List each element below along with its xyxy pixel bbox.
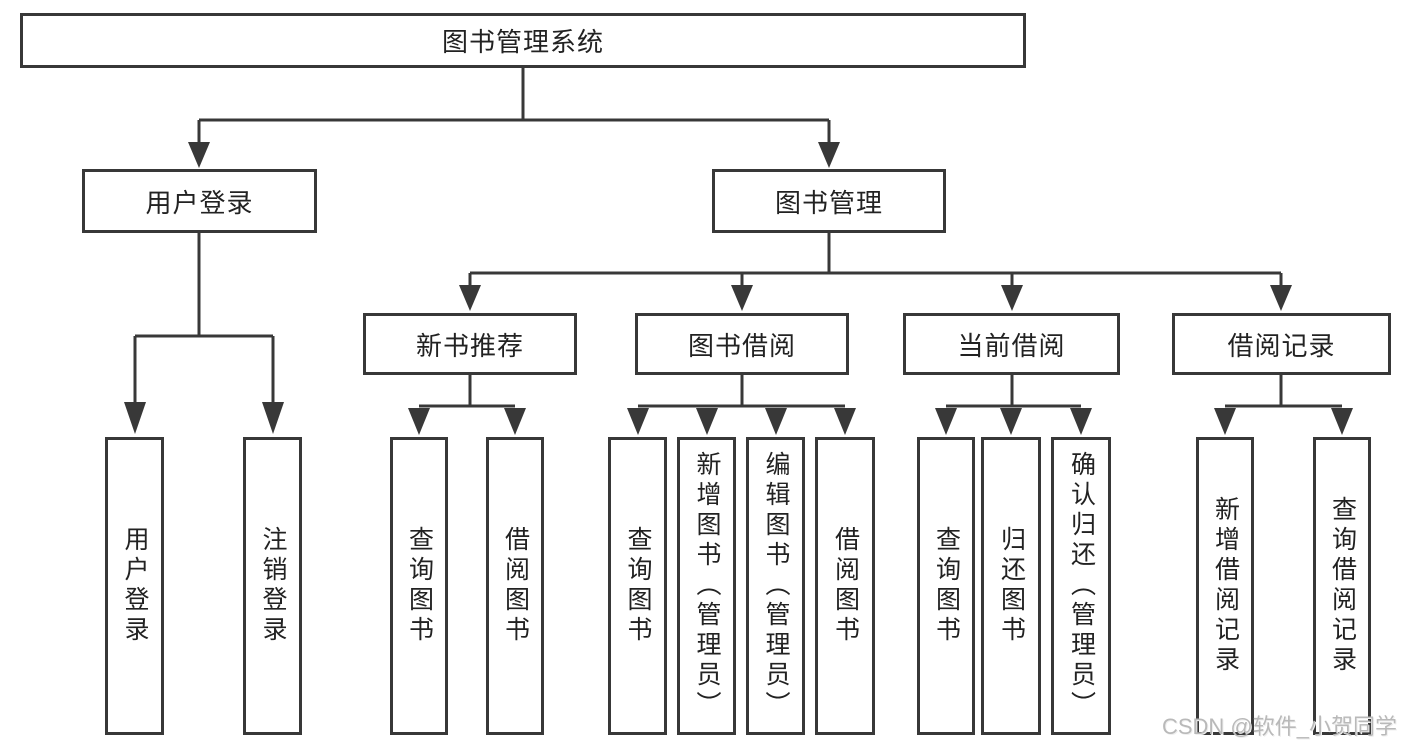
leaf-edit-books-admin-label: 编辑图书（管理员） [762,451,790,721]
leaf-current-query-books: 查询图书 [917,437,975,735]
node-user-login-branch: 用户登录 [82,169,317,233]
leaf-return-books: 归还图书 [981,437,1041,735]
node-root-system: 图书管理系统 [20,13,1026,68]
leaf-query-borrow-record-label: 查询借阅记录 [1328,496,1357,676]
leaf-recommend-query-books-label: 查询图书 [405,526,434,646]
leaf-logout: 注销登录 [243,437,302,735]
leaf-confirm-return-admin: 确认归还（管理员） [1051,437,1111,735]
leaf-recommend-query-books: 查询图书 [390,437,448,735]
node-book-management-branch: 图书管理 [712,169,946,233]
leaf-current-query-books-label: 查询图书 [932,526,961,646]
leaf-add-borrow-record-label: 新增借阅记录 [1211,496,1240,676]
node-current-borrow: 当前借阅 [903,313,1120,375]
leaf-user-login: 用户登录 [105,437,164,735]
leaf-confirm-return-admin-label: 确认归还（管理员） [1067,451,1096,721]
leaf-add-borrow-record: 新增借阅记录 [1196,437,1254,735]
leaf-borrow-query-books-label: 查询图书 [624,526,652,646]
leaf-query-borrow-record: 查询借阅记录 [1313,437,1371,735]
leaf-edit-books-admin: 编辑图书（管理员） [746,437,805,735]
leaf-borrow-books-label: 借阅图书 [831,526,860,646]
watermark: CSDN @软件_小贺同学 [1161,714,1397,739]
node-book-borrow: 图书借阅 [635,313,849,375]
leaf-recommend-borrow-books: 借阅图书 [486,437,544,735]
arrowheads [124,142,1353,435]
leaf-return-books-label: 归还图书 [997,526,1026,646]
leaf-logout-label: 注销登录 [259,526,287,646]
leaf-borrow-query-books: 查询图书 [608,437,667,735]
leaf-add-books-admin-label: 新增图书（管理员） [693,451,721,721]
leaf-add-books-admin: 新增图书（管理员） [677,437,736,735]
node-borrow-records: 借阅记录 [1172,313,1391,375]
leaf-borrow-books: 借阅图书 [815,437,875,735]
node-new-book-recommend: 新书推荐 [363,313,577,375]
leaf-user-login-label: 用户登录 [121,526,149,646]
leaf-recommend-borrow-books-label: 借阅图书 [501,526,530,646]
